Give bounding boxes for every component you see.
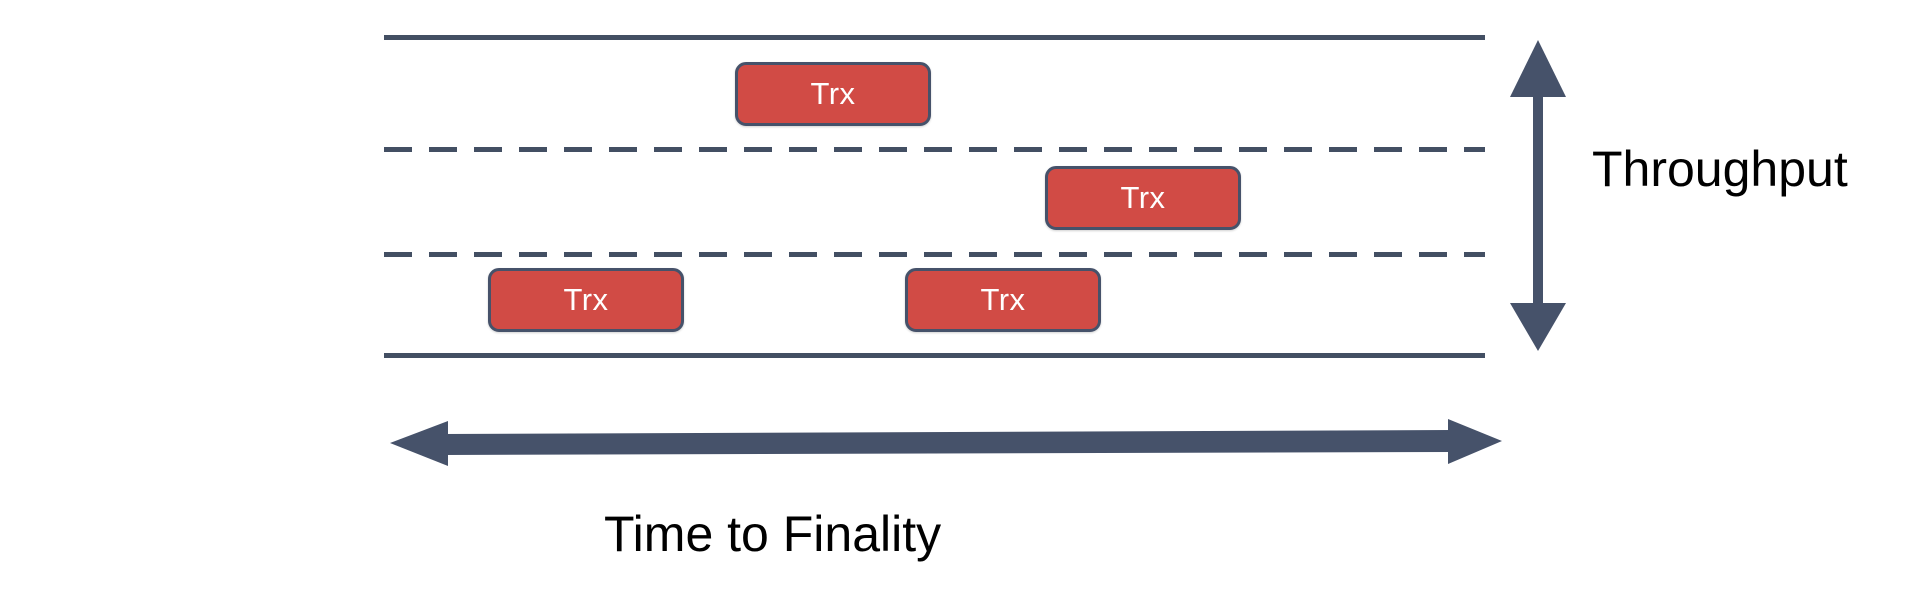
lane-divider-lower (384, 252, 1485, 257)
lane-boundary-top (384, 35, 1485, 40)
transaction-block: Trx (905, 268, 1101, 332)
time-to-finality-arrow-icon (390, 419, 1502, 466)
lane-boundary-bottom (384, 353, 1485, 358)
throughput-axis-label: Throughput (1592, 141, 1848, 197)
transaction-block: Trx (735, 62, 931, 126)
transaction-block: Trx (1045, 166, 1241, 230)
transaction-label: Trx (563, 282, 609, 317)
lane-divider-upper (384, 147, 1485, 152)
throughput-arrow-icon (1510, 40, 1566, 351)
transaction-block: Trx (488, 268, 684, 332)
time-to-finality-axis-label: Time to Finality (604, 506, 942, 562)
transaction-label: Trx (810, 76, 856, 111)
transaction-label: Trx (1120, 180, 1166, 215)
transaction-label: Trx (980, 282, 1026, 317)
